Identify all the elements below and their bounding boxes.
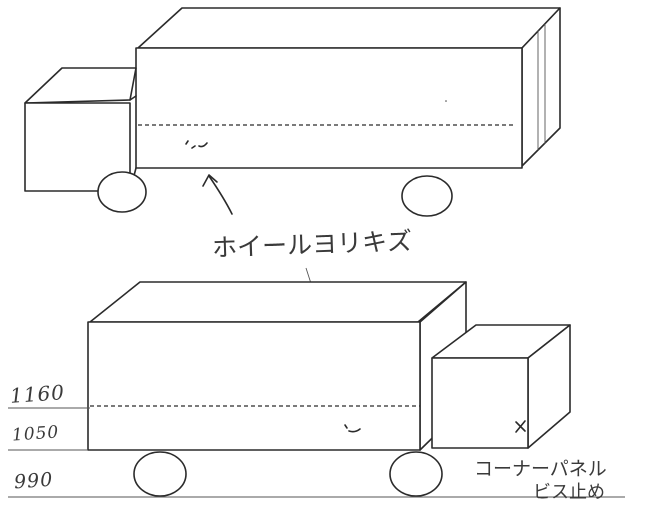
top-wheel-rear	[401, 175, 453, 217]
dimension-label-990: 990	[13, 468, 54, 494]
corner-panel-note-line2: ビス止め	[533, 482, 605, 503]
dimension-label-1050: 1050	[11, 422, 60, 446]
bottom-cargo-front-face	[87, 321, 421, 451]
corner-panel-note-line1: コーナーパネル	[474, 458, 607, 480]
scratch-annotation-label: ホイールヨリキズ	[211, 226, 413, 263]
top-cargo-front-face	[135, 47, 523, 169]
bottom-truck	[87, 281, 571, 497]
top-cargo-top-face	[137, 7, 561, 49]
bottom-cab-front-face	[431, 357, 529, 449]
top-wheel-front	[97, 171, 147, 213]
top-scratch-mark	[185, 140, 208, 149]
bottom-scratch-mark	[344, 424, 361, 433]
arrow-to-top-scratch	[202, 174, 233, 215]
top-cab-top-face	[24, 67, 137, 104]
top-truck	[24, 7, 561, 217]
bottom-wheel-front	[389, 451, 443, 497]
corner-panel-x-mark	[515, 420, 526, 433]
dimension-label-1160: 1160	[9, 380, 66, 408]
dimension-lines	[8, 407, 625, 498]
bottom-cargo-top-face	[89, 281, 467, 323]
bottom-wheel-rear	[133, 451, 187, 497]
